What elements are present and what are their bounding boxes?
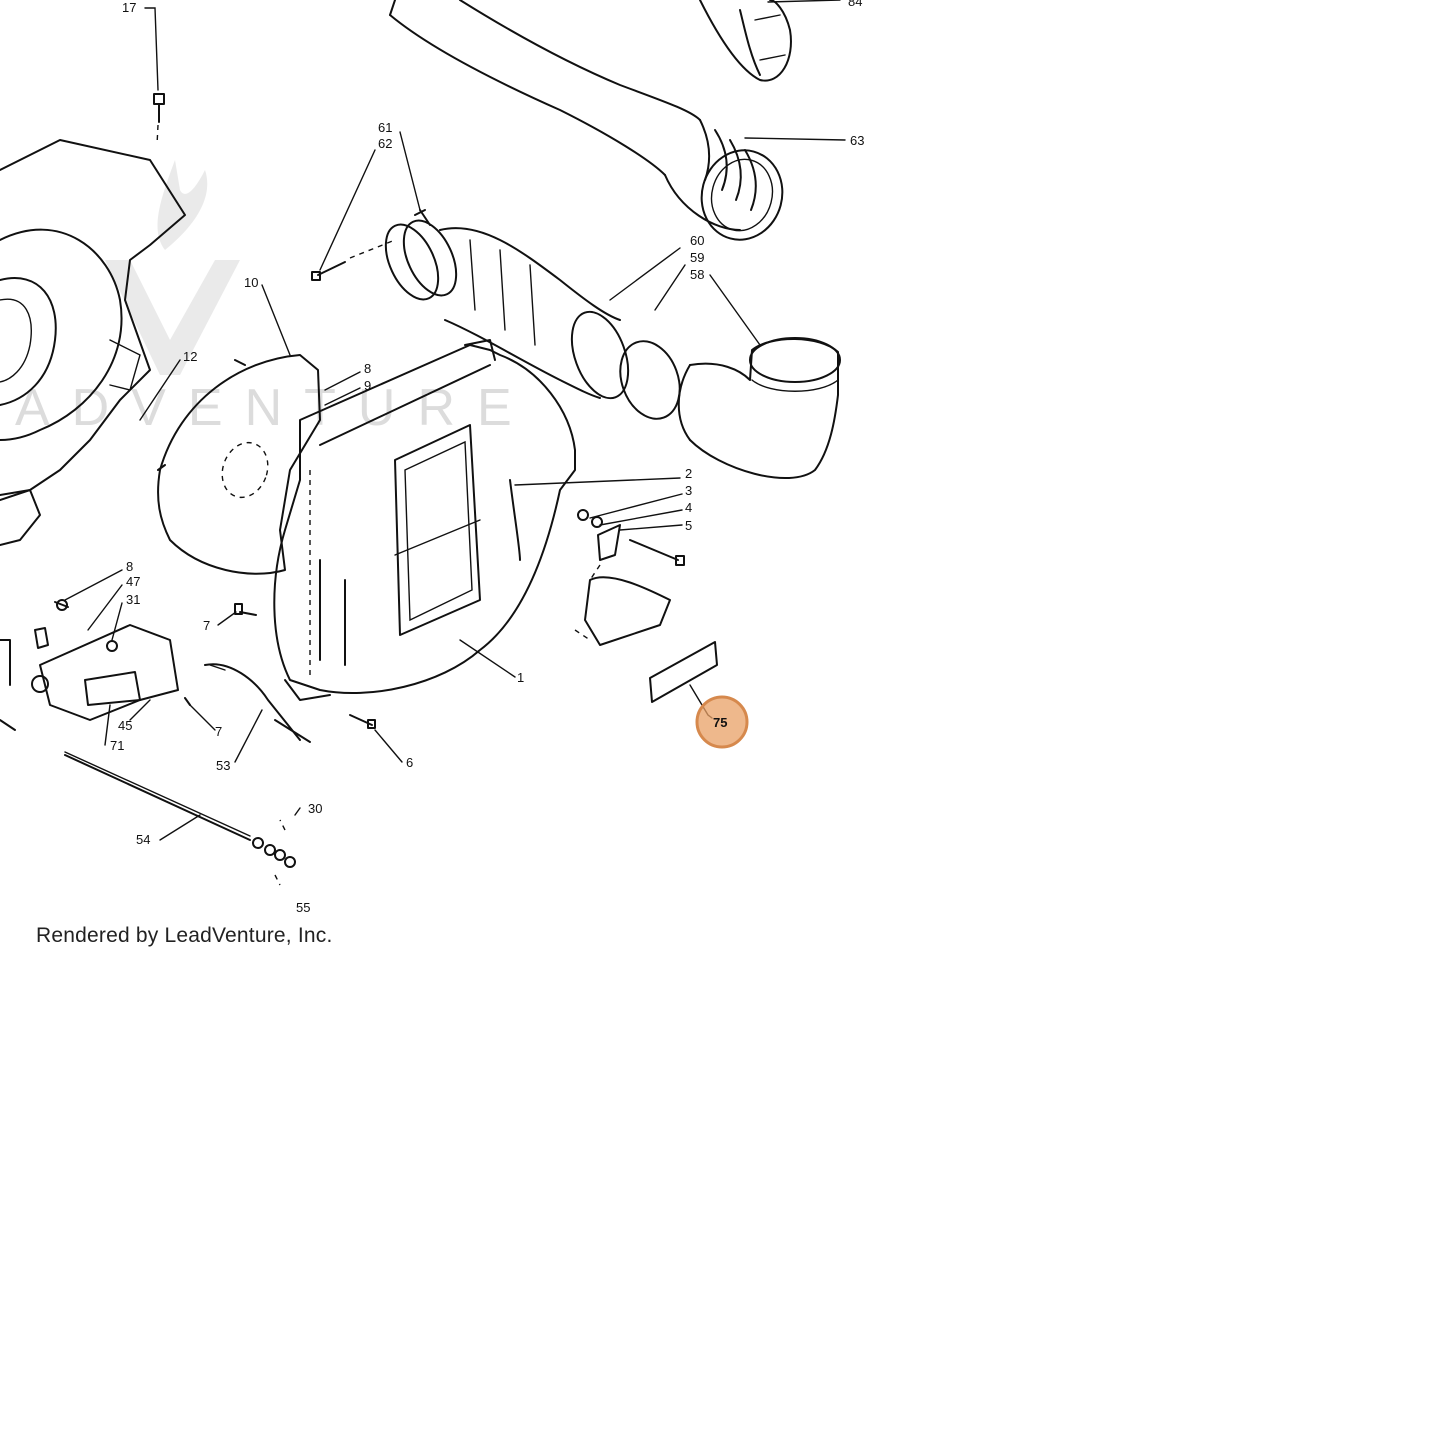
fan-housing-left (0, 139, 186, 546)
callout-17[interactable]: 17 (122, 0, 136, 15)
callout-53[interactable]: 53 (216, 758, 230, 773)
callout-8-top[interactable]: 8 (364, 361, 371, 376)
part-2-5-bracket (574, 509, 685, 646)
callout-7-bottom[interactable]: 7 (215, 724, 222, 739)
throttle-assembly (0, 599, 376, 743)
watermark-text: ADVENTURE (15, 379, 534, 437)
callout-5[interactable]: 5 (685, 518, 692, 533)
callout-55[interactable]: 55 (296, 900, 310, 915)
callout-60[interactable]: 60 (690, 233, 704, 248)
callout-59[interactable]: 59 (690, 250, 704, 265)
callout-54[interactable]: 54 (136, 832, 150, 847)
callout-7-left[interactable]: 7 (203, 618, 210, 633)
hose-assembly (311, 209, 681, 420)
part-10-fan (157, 354, 321, 575)
callout-10[interactable]: 10 (244, 275, 258, 290)
callout-71[interactable]: 71 (110, 738, 124, 753)
callout-45[interactable]: 45 (118, 718, 132, 733)
callout-62[interactable]: 62 (378, 136, 392, 151)
callout-75[interactable]: 75 (713, 715, 727, 730)
callout-12[interactable]: 12 (183, 349, 197, 364)
part-54-rod (64, 751, 296, 886)
callout-30[interactable]: 30 (308, 801, 322, 816)
callout-labels: 17 84 61 62 63 60 59 58 10 8 9 12 1 2 3 … (110, 0, 864, 915)
leader-lines (64, 0, 846, 841)
watermark: ADVENTURE (15, 160, 534, 437)
callout-8-bottom[interactable]: 8 (126, 559, 133, 574)
part-1-housing (273, 339, 576, 701)
callout-3[interactable]: 3 (685, 483, 692, 498)
callout-61[interactable]: 61 (378, 120, 392, 135)
callout-9[interactable]: 9 (364, 378, 371, 393)
part-17-bolt (144, 7, 165, 146)
callout-31[interactable]: 31 (126, 592, 140, 607)
callout-84[interactable]: 84 (848, 0, 862, 9)
callout-2[interactable]: 2 (685, 466, 692, 481)
part-58-elbow (677, 337, 841, 479)
callout-4[interactable]: 4 (685, 500, 692, 515)
callout-63[interactable]: 63 (850, 133, 864, 148)
credit-text: Rendered by LeadVenture, Inc. (36, 924, 333, 947)
callout-1[interactable]: 1 (517, 670, 524, 685)
callout-47[interactable]: 47 (126, 574, 140, 589)
callout-6[interactable]: 6 (406, 755, 413, 770)
callout-58[interactable]: 58 (690, 267, 704, 282)
highlight-circle[interactable] (695, 695, 749, 749)
tube-assembly (389, 0, 792, 241)
